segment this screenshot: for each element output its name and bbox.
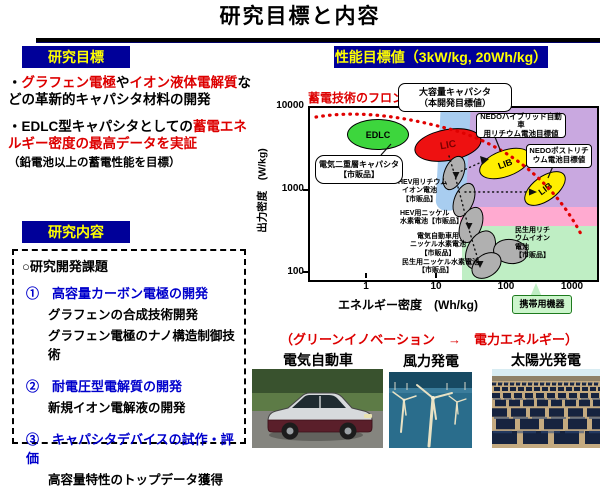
callout-large-capacitor: 大容量キャパシタ （本開発目標値） (398, 83, 512, 112)
goal-keyword-energy-density: 蓄電エネルギー密度の最高データを実証 (8, 118, 247, 151)
content-item-1-sub-2: グラフェン電極のナノ構造制御技術 (48, 329, 235, 362)
content-item-2-sub-1: 新規イオン電解液の開発 (48, 401, 186, 415)
photo-wind-power (389, 372, 472, 448)
goal-bullet-2: ・EDLC型キャパシタとしての蓄電エネルギー密度の最高データを実証 (8, 118, 247, 151)
callout-mobile-pointer (530, 283, 542, 297)
x-tick-1000: 1000 (560, 281, 584, 292)
label-ev-nimh: 電気自動車用 ニッケル水素電池 【市販品】 (410, 233, 466, 257)
goal-keyword-ionic-liquid: イオン液体電解質 (129, 75, 238, 90)
storage-frontier-label: 蓄電技術のフロント (308, 91, 417, 105)
page-title: 研究目標と内容 (219, 5, 381, 28)
y-axis-label: 出力密度 (W/kg) (256, 148, 269, 233)
photo-electric-car (252, 369, 383, 448)
y-tick-1000: 1000 (281, 183, 304, 194)
content-item-3-sub-1: 高容量特性のトップデータ獲得 (48, 473, 224, 487)
label-hev-nimh: HEV用ニッケル 水素電池【市販品】 (400, 210, 463, 226)
content-heading: ○研究開発課題 (22, 259, 108, 274)
photo-label-ev: 電気自動車 (283, 352, 353, 368)
x-axis-label: エネルギー密度 (Wh/kg) (338, 298, 478, 312)
chart-arrows-overlay (314, 112, 585, 268)
wind-turbines-illustration (389, 372, 472, 448)
x-tick-1: 1 (363, 281, 369, 292)
callout-nedo-hybrid: NEDOハイブリッド自動車 用リチウム電池目標値 (476, 112, 566, 138)
label-consumer-li-ion: 民生用リチ ウムイオン 電池 【市販品】 (515, 227, 550, 259)
ellipse-edlc-label: EDLC (365, 129, 391, 140)
battery-chain-arrow (448, 155, 481, 266)
goal-note: （鉛電池以上の蓄電性能を目標） (8, 157, 181, 170)
x-tick-100: 100 (497, 281, 515, 292)
nedo-hybrid-pointer (494, 136, 502, 153)
performance-target-header: 性能目標値（3kW/kg, 20Wh/kg） (334, 46, 548, 68)
content-item-1-title: ① 高容量カーボン電極の開発 (26, 286, 209, 301)
label-consumer-nimh: 民生用ニッケル水素電池 【市販品】 (402, 259, 479, 275)
solar-panels-illustration (492, 369, 600, 448)
ragone-chart: EDLC LIC LIB LIB 電気二重層キャパシタ 【市販品】 NEDOハイ… (308, 106, 599, 285)
callout-mobile-devices: 携帯用機器 (512, 295, 572, 314)
x-tickmark (435, 273, 437, 278)
photo-label-wind: 風力発電 (403, 353, 459, 369)
goal-keyword-graphene: グラフェン電極 (21, 75, 117, 90)
ellipse-edlc: EDLC (347, 119, 409, 150)
research-content-header: 研究内容 (22, 221, 130, 243)
x-tickmark (365, 273, 367, 278)
research-content-box: ○研究開発課題 ① 高容量カーボン電極の開発 グラフェンの合成技術開発 グラフェ… (12, 249, 246, 487)
y-tick-100: 100 (287, 266, 304, 277)
photo-label-solar: 太陽光発電 (511, 352, 581, 368)
y-tick-10000: 10000 (276, 100, 304, 111)
x-tick-10: 10 (430, 281, 442, 292)
callout-edlc: 電気二重層キャパシタ 【市販品】 (315, 155, 403, 184)
goal-bullet-1: ・グラフェン電極やイオン液体電解質などの革新的キャパシタ材料の開発 (8, 75, 251, 108)
title-rule (36, 38, 600, 43)
callout-large-capacitor-pointer (441, 109, 459, 122)
edlc-callout-pointer (380, 143, 392, 156)
research-goal-text: ・グラフェン電極やイオン液体電解質などの革新的キャパシタ材料の開発 ・EDLC型… (8, 74, 260, 170)
content-item-1-sub-1: グラフェンの合成技術開発 (48, 308, 199, 322)
y-tickmark (303, 271, 308, 273)
content-item-2-title: ② 耐電圧型電解質の開発 (26, 379, 183, 394)
green-innovation-note: （グリーンイノベーション → 電力エネルギー） (279, 332, 579, 347)
y-tickmark (303, 189, 308, 191)
research-goal-header: 研究目標 (22, 46, 130, 68)
region-hev-pink-band (460, 207, 597, 226)
frontier-curve (314, 112, 585, 240)
label-hev-li-ion: HEV用リチウム イオン電池 【市販品】 (398, 179, 448, 203)
car-illustration (252, 369, 383, 448)
photo-solar-power (492, 369, 600, 448)
nedo-post-pointer (547, 165, 554, 179)
content-item-3-title: ③ キャパシタデバイスの試作・評価 (26, 432, 234, 466)
arrow-to-lib1 (456, 160, 485, 174)
callout-nedo-post: NEDOポストリチ ウム電池目標値 (526, 144, 592, 168)
